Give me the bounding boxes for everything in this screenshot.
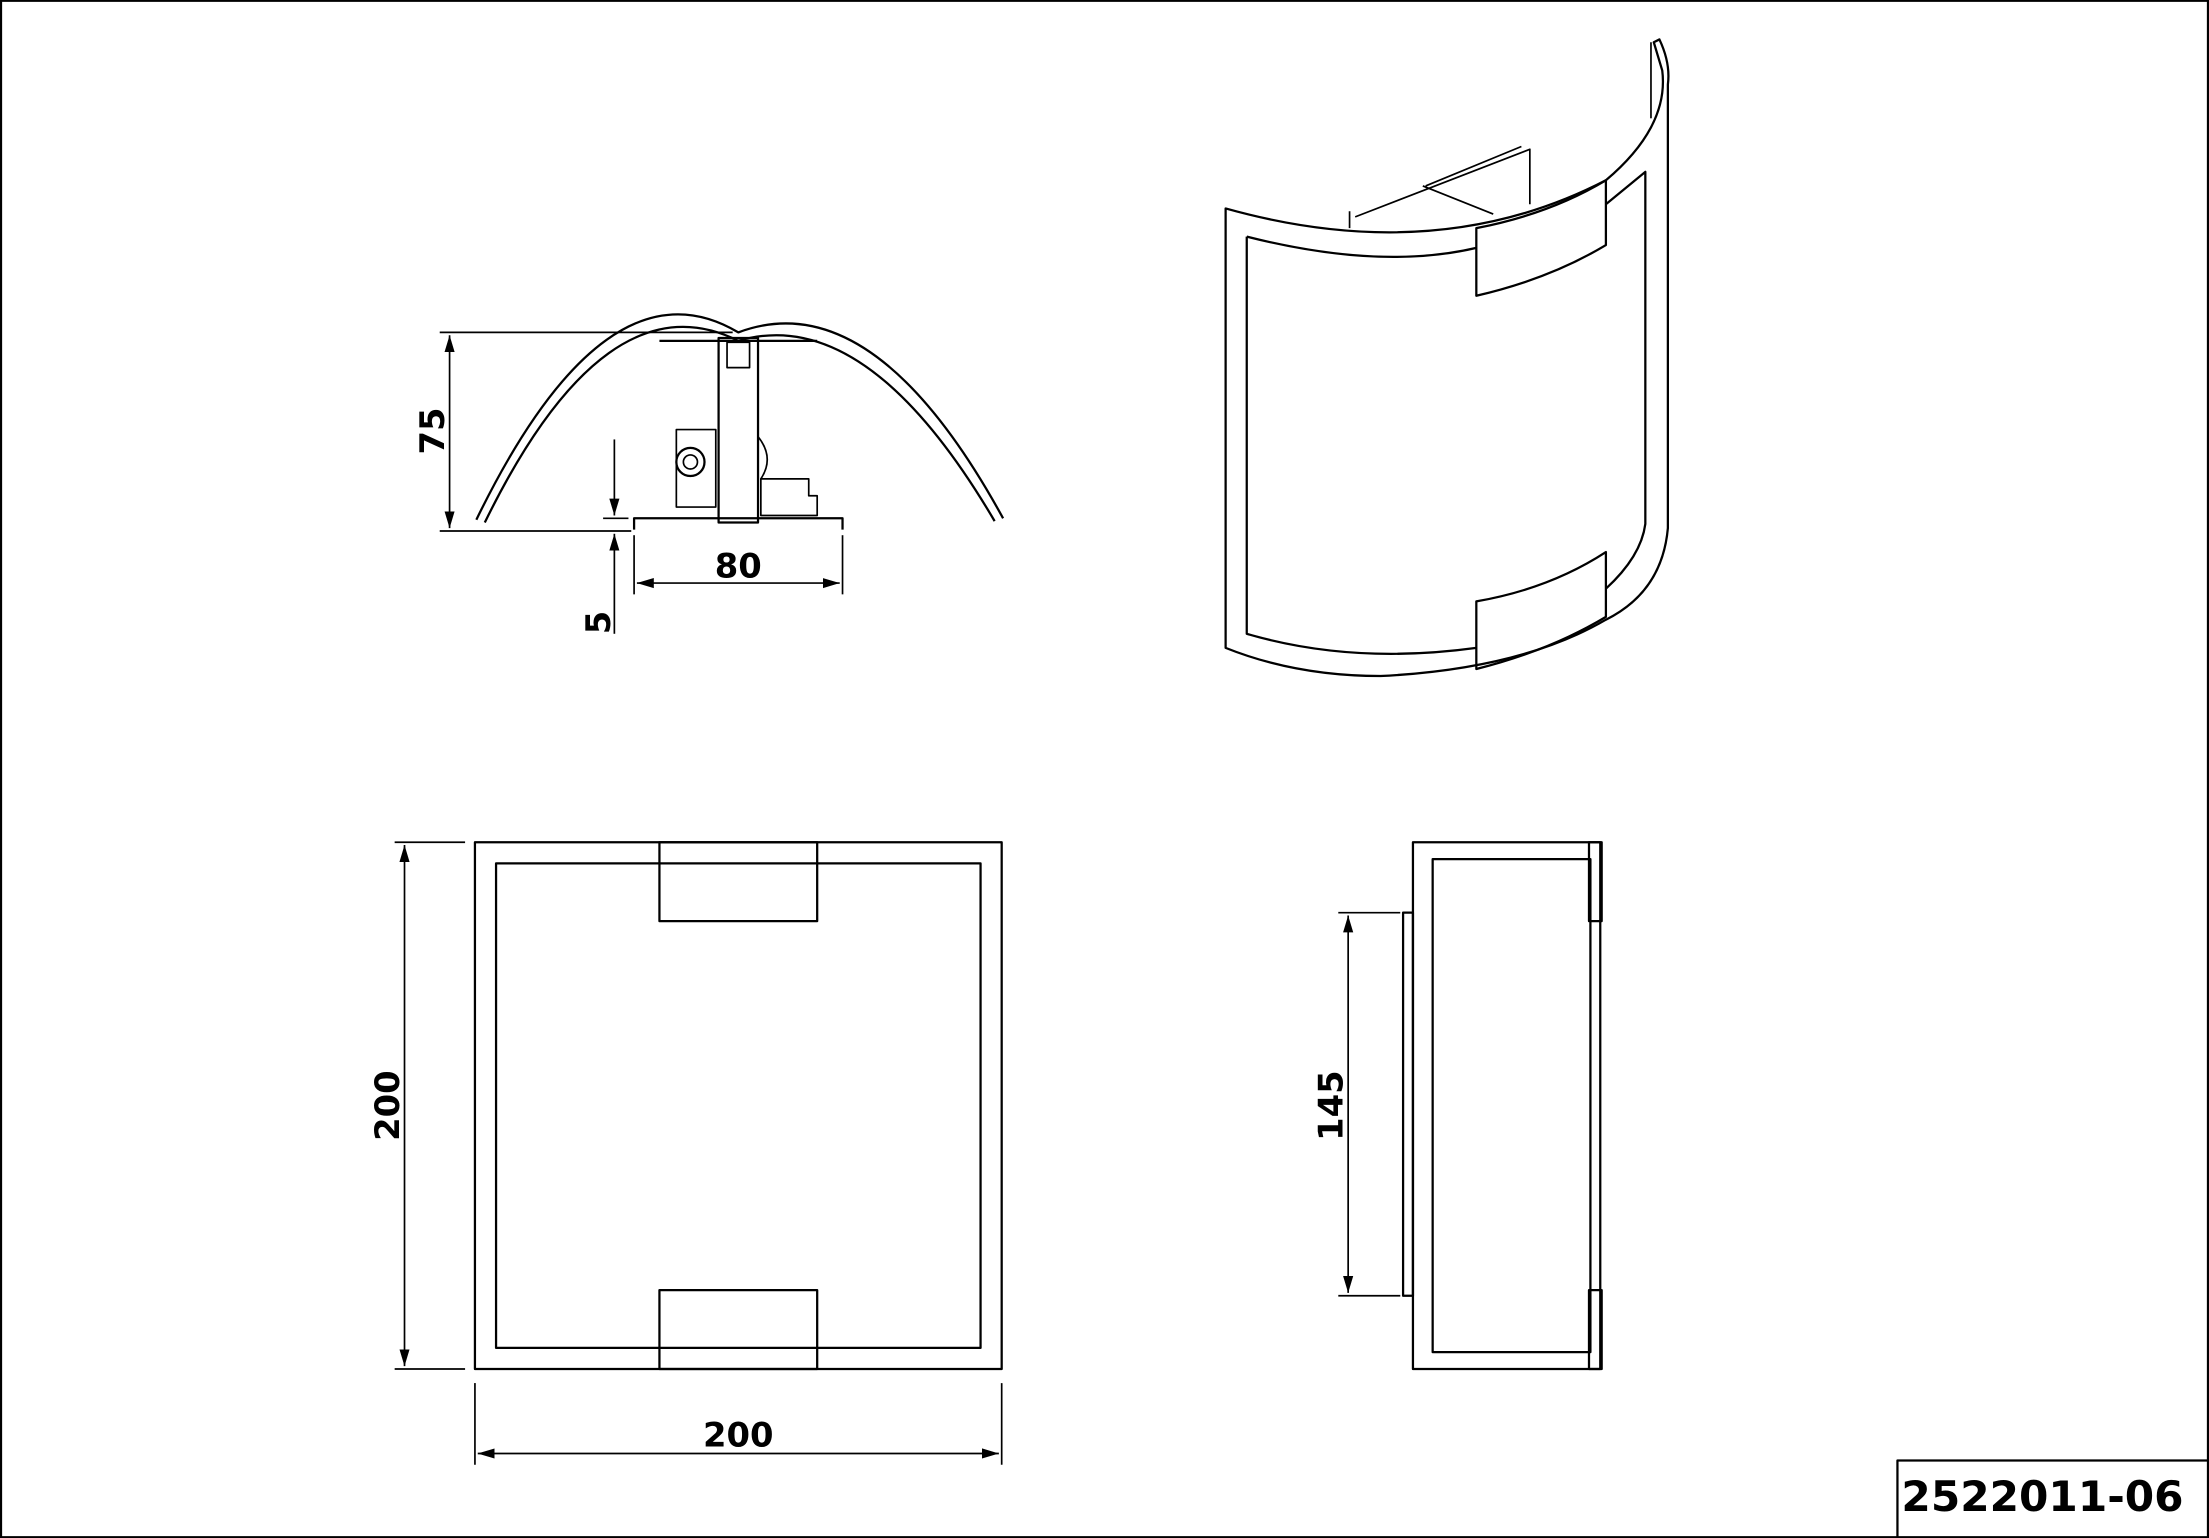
dim-145: 145: [1312, 1070, 1351, 1141]
top-clip: [658, 841, 819, 923]
shade-outer-arc: [475, 313, 1005, 521]
wall-plate: [632, 517, 844, 530]
title-block: 2522011-06: [1896, 1459, 2209, 1538]
dim-200-height: 200: [368, 1070, 407, 1141]
bracket-post: [717, 336, 760, 524]
top-view: 75 80 5: [413, 313, 1005, 635]
bottom-clip: [1475, 550, 1608, 671]
isometric-view: [1224, 38, 1670, 678]
dim-75: 75: [413, 407, 452, 454]
dim-200-width: 200: [703, 1415, 774, 1454]
bottom-clip: [658, 1288, 819, 1371]
side-view: 145: [1312, 841, 1603, 1371]
top-clip: [1475, 179, 1608, 297]
part-number: 2522011-06: [1901, 1472, 2183, 1521]
dim-5: 5: [579, 611, 618, 635]
front-view: 200 200: [368, 841, 1003, 1465]
dim-80: 80: [715, 546, 762, 585]
